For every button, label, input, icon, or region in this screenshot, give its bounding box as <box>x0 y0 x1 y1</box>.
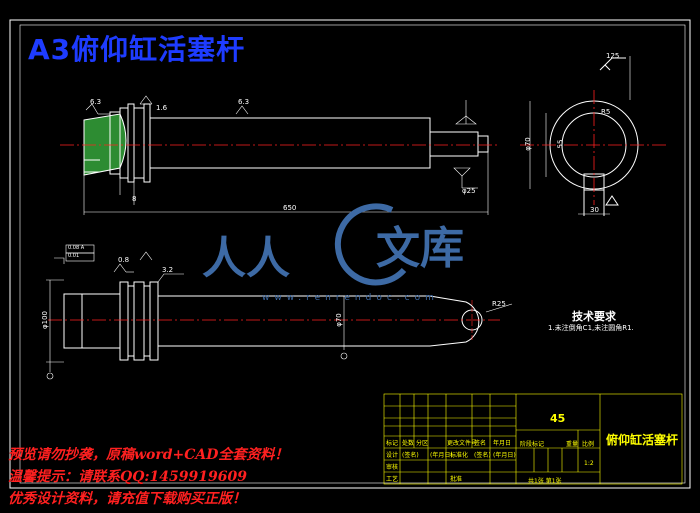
roughness-0-8: 0.8 <box>118 256 130 264</box>
side-view <box>529 56 639 216</box>
surface-marks-top <box>85 95 478 189</box>
tb-r1c1: 标记 <box>386 440 399 447</box>
tb-weight: 重量 <box>566 441 579 448</box>
tb-scale-value: 1:2 <box>584 460 594 467</box>
watermark-logo <box>334 203 407 286</box>
dim-r25: R25 <box>492 300 506 308</box>
preview-note: 预览请勿抄袭，原稿word+CAD全套资料！ <box>8 447 289 463</box>
tb-r4c1: 工艺 <box>386 476 399 483</box>
tb-r1c5: 签名 <box>474 440 487 447</box>
tb-sheet: 共1张 第1张 <box>528 478 562 485</box>
tb-r2c3: (年月日) <box>430 452 453 459</box>
dim-phi25: φ25 <box>462 187 476 195</box>
dims-bottom <box>46 244 513 380</box>
tb-r1c6: 年月日 <box>493 440 512 447</box>
part-name-label: 俯仰缸活塞杆 <box>606 433 679 447</box>
dimension-650 <box>83 152 489 215</box>
tb-r1c2: 处数 <box>402 440 415 447</box>
dim-125: 125 <box>606 52 620 60</box>
dim-r5: R5 <box>601 108 611 116</box>
roughness-6-3-a: 6.3 <box>90 98 102 106</box>
tb-r2c6: (年月日) <box>493 452 516 459</box>
dim-phi100: φ100 <box>40 311 49 329</box>
tb-r2c1: 设计 <box>386 452 399 459</box>
watermark-text-left: 人人 <box>202 233 290 284</box>
drawing-title: A3俯仰缸活塞杆 <box>28 33 246 66</box>
title-block-grid <box>383 393 683 485</box>
dim-length: 650 <box>283 204 297 212</box>
tb-stage: 阶段标记 <box>520 441 545 448</box>
tb-scale-header: 比例 <box>582 441 595 448</box>
tb-r2c4: 标准化 <box>450 452 469 459</box>
tb-r2c2: (签名) <box>402 452 419 459</box>
watermark-url: www.renrendoc.com <box>262 293 439 303</box>
tech-requirements-title: 技术要求 <box>572 310 616 323</box>
tb-r1c4: 更改文件号 <box>447 440 478 447</box>
roughness-3-2: 3.2 <box>162 266 174 274</box>
tolerance-frame-2: 0.01 <box>68 253 80 259</box>
outer-frame <box>9 19 691 489</box>
purchase-note: 优秀设计资料，请充值下载购买正版！ <box>8 491 246 507</box>
tb-r2c5: (签名) <box>474 452 491 459</box>
tb-r1c3: 分区 <box>416 440 429 447</box>
dim-phi70: φ70 <box>334 313 343 327</box>
dim-phi70-side: φ70 <box>523 137 532 151</box>
roughness-6-3-b: 6.3 <box>238 98 250 106</box>
watermark-text-right: 文库 <box>376 223 464 274</box>
tb-r4c2: 批准 <box>450 476 463 483</box>
roughness-1-6: 1.6 <box>156 104 168 112</box>
rod-top-view <box>83 103 489 183</box>
material-label: 45 <box>550 412 566 425</box>
dim-30: 30 <box>590 206 599 214</box>
contact-note: 温馨提示：请联系QQ:1459919609 <box>8 469 247 485</box>
tech-requirements-text: 1.未注倒角C1,未注圆角R1. <box>548 324 634 332</box>
tb-r3c1: 审核 <box>386 464 399 471</box>
inner-frame <box>19 24 686 484</box>
dim-55: 55 <box>556 139 565 149</box>
dim-8: 8 <box>132 195 137 203</box>
tolerance-frame-1: 0.08 A <box>68 245 85 251</box>
